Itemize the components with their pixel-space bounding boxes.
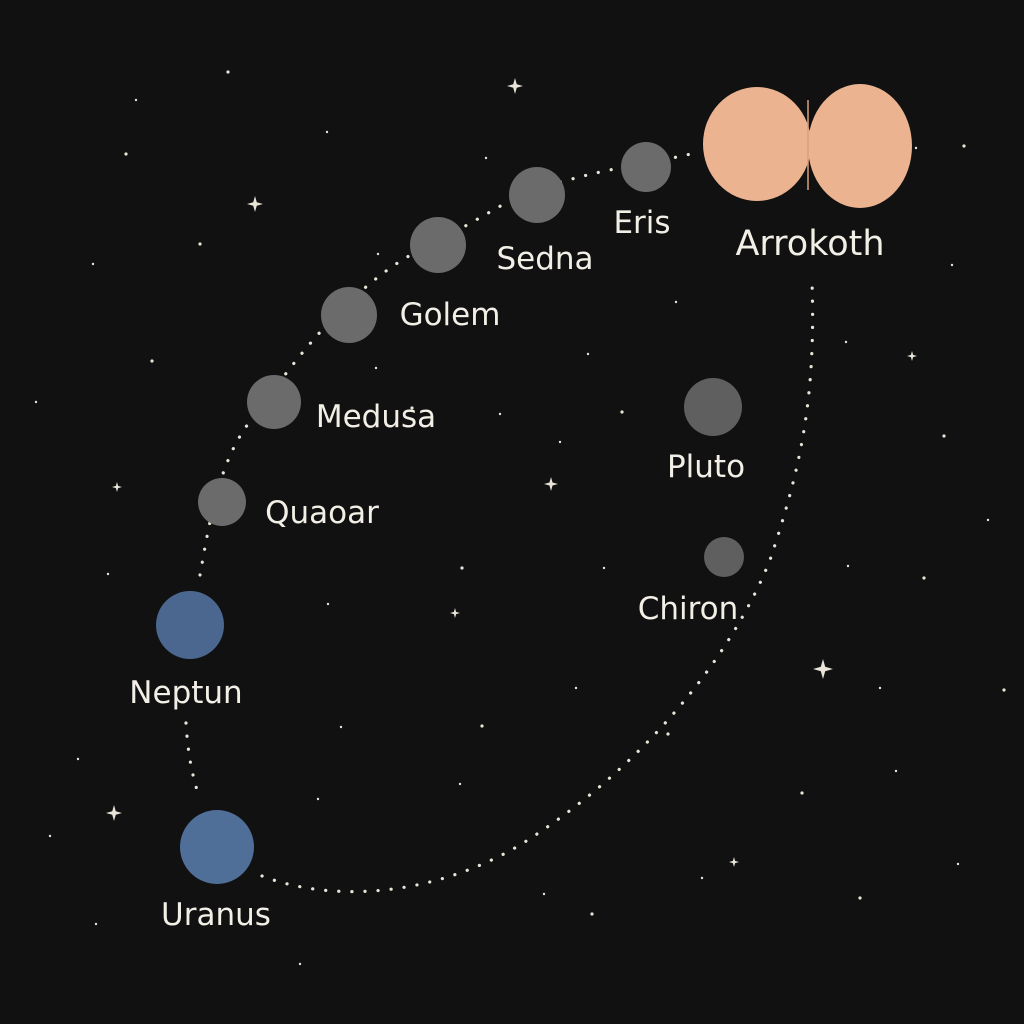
star-dot xyxy=(91,262,95,266)
star-dot xyxy=(460,566,464,570)
star-dot xyxy=(48,834,52,838)
uranus-disc xyxy=(180,810,254,884)
star-dot xyxy=(484,156,488,160)
sedna-disc xyxy=(410,217,466,273)
star-dot xyxy=(480,724,484,728)
star-dot xyxy=(326,602,330,606)
star-dot xyxy=(574,686,578,690)
star-sparkle-icon xyxy=(247,196,263,212)
golem-disc xyxy=(321,287,377,343)
chiron-disc xyxy=(704,537,744,577)
eris-small-disc xyxy=(621,142,671,192)
label-pluto: Pluto xyxy=(666,449,746,485)
label-sedna: Sedna xyxy=(496,241,594,277)
label-neptun: Neptun xyxy=(129,675,243,711)
neptun-disc xyxy=(156,591,224,659)
star-dot xyxy=(620,410,624,414)
star-sparkle-icon xyxy=(813,659,833,679)
star-dot xyxy=(942,434,946,438)
star-dot xyxy=(846,564,850,568)
star-dot xyxy=(374,366,378,370)
label-eris: Eris xyxy=(613,205,671,241)
star-dot xyxy=(298,962,302,966)
star-dot xyxy=(124,152,128,156)
star-dot xyxy=(800,791,804,795)
star-dot xyxy=(339,725,343,729)
star-dot xyxy=(602,566,606,570)
star-sparkle-icon xyxy=(544,477,558,491)
star-dot xyxy=(858,896,862,900)
orbit-path xyxy=(184,150,815,894)
star-sparkle-icon xyxy=(907,351,917,361)
star-sparkle-icon xyxy=(112,482,122,492)
arrokoth-lobe-left xyxy=(703,87,811,201)
star-dot xyxy=(962,144,966,148)
pluto-disc xyxy=(684,378,742,436)
star-dot xyxy=(226,70,230,74)
star-dot xyxy=(590,912,594,916)
star-dot xyxy=(198,242,202,246)
star-dot xyxy=(558,440,562,444)
arrokoth-lobe-right xyxy=(808,84,912,208)
star-sparkle-icon xyxy=(507,78,523,94)
label-golem: Golem xyxy=(399,297,501,333)
star-dot xyxy=(34,400,38,404)
star-dot xyxy=(878,686,882,690)
medusa-disc xyxy=(247,375,301,429)
label-arrokoth: Arrokoth xyxy=(735,224,885,264)
quaoar-disc xyxy=(198,478,246,526)
star-dot xyxy=(542,892,546,896)
star-dot xyxy=(986,518,990,522)
eris-disc xyxy=(509,167,565,223)
star-dot xyxy=(325,130,329,134)
label-uranus: Uranus xyxy=(161,897,271,933)
star-dot xyxy=(94,922,98,926)
star-dot xyxy=(410,406,414,410)
star-dot xyxy=(914,146,918,150)
star-dot xyxy=(666,732,670,736)
star-dot xyxy=(844,340,848,344)
star-dot xyxy=(150,359,154,363)
star-sparkle-icon xyxy=(106,805,122,821)
path-lower-loop xyxy=(260,280,815,894)
celestial-bodies xyxy=(156,84,912,884)
star-dot xyxy=(700,876,704,880)
star-dot xyxy=(894,769,898,773)
label-quaoar: Quaoar xyxy=(265,495,379,531)
star-dot xyxy=(458,782,462,786)
star-dot xyxy=(586,352,590,356)
star-dot xyxy=(134,98,138,102)
star-dot xyxy=(376,252,380,256)
star-dot xyxy=(1002,688,1006,692)
star-dot xyxy=(950,263,954,267)
path-upper-arc xyxy=(198,150,702,577)
star-sparkle-icon xyxy=(450,608,460,618)
star-dot xyxy=(674,300,678,304)
label-medusa: Medusa xyxy=(315,399,437,435)
star-dot xyxy=(316,797,320,801)
star-sparkle-icon xyxy=(729,857,739,867)
arrokoth-contact-binary xyxy=(703,84,912,208)
star-field xyxy=(34,70,1006,966)
star-dot xyxy=(498,412,502,416)
star-dot xyxy=(106,572,110,576)
star-dot xyxy=(922,576,926,580)
star-dot xyxy=(956,862,960,866)
star-dot xyxy=(76,757,80,761)
label-chiron: Chiron xyxy=(637,591,739,627)
